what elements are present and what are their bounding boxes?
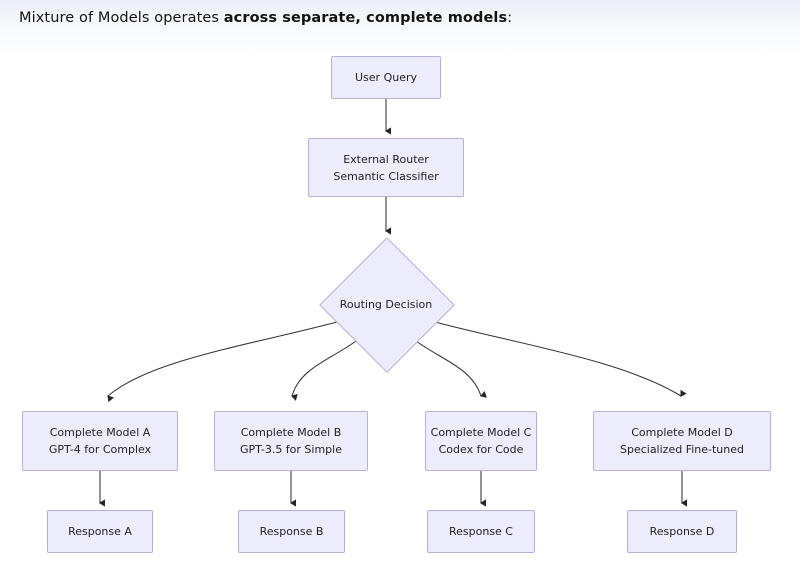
node-sublabel-router: Semantic Classifier	[333, 169, 439, 183]
node-model_d[interactable]: Complete Model D Specialized Fine-tuned	[593, 411, 771, 471]
node-sublabel-model_c: Codex for Code	[438, 443, 524, 456]
node-sublabel-model_d: Specialized Fine-tuned	[619, 443, 744, 456]
node-label-model_c: Complete Model C	[430, 426, 532, 439]
node-label-response_a: Response A	[68, 525, 132, 538]
node-label-response_d: Response D	[649, 525, 715, 538]
node-response_a[interactable]: Response A	[47, 510, 153, 553]
node-label-user_query: User Query	[355, 71, 417, 84]
node-response_b[interactable]: Response B	[238, 510, 345, 553]
node-response_c[interactable]: Response C	[427, 510, 535, 553]
edge-routing-to-model_a	[107, 321, 338, 403]
node-label-model_b: Complete Model B	[240, 426, 342, 439]
node-label-model_d: Complete Model D	[631, 426, 733, 439]
node-model_c[interactable]: Complete Model C Codex for Code	[425, 411, 537, 471]
caption-suffix: :	[507, 10, 513, 26]
node-label-response_b: Response B	[259, 525, 324, 538]
caption-prefix: Mixture of Models operates	[19, 10, 224, 26]
node-label-router: External Router	[343, 152, 429, 166]
caption-emphasis: across separate, complete models	[223, 10, 508, 26]
node-label-routing: Routing Decision	[339, 297, 433, 311]
node-sublabel-model_a: GPT-4 for Complex	[48, 443, 152, 456]
node-label-response_c: Response C	[448, 525, 513, 538]
node-response_d[interactable]: Response D	[627, 510, 737, 553]
node-label-model_a: Complete Model A	[49, 426, 151, 439]
node-model_a[interactable]: Complete Model A GPT-4 for Complex	[22, 411, 178, 471]
node-user_query[interactable]: User Query	[331, 56, 441, 99]
page-title: Mixture of Models operates across separa…	[19, 9, 512, 28]
node-model_b[interactable]: Complete Model B GPT-3.5 for Simple	[214, 411, 368, 471]
edge-routing-to-model_d	[434, 321, 687, 397]
node-sublabel-model_b: GPT-3.5 for Simple	[239, 443, 342, 456]
node-routing[interactable]: Routing Decision	[319, 237, 455, 373]
